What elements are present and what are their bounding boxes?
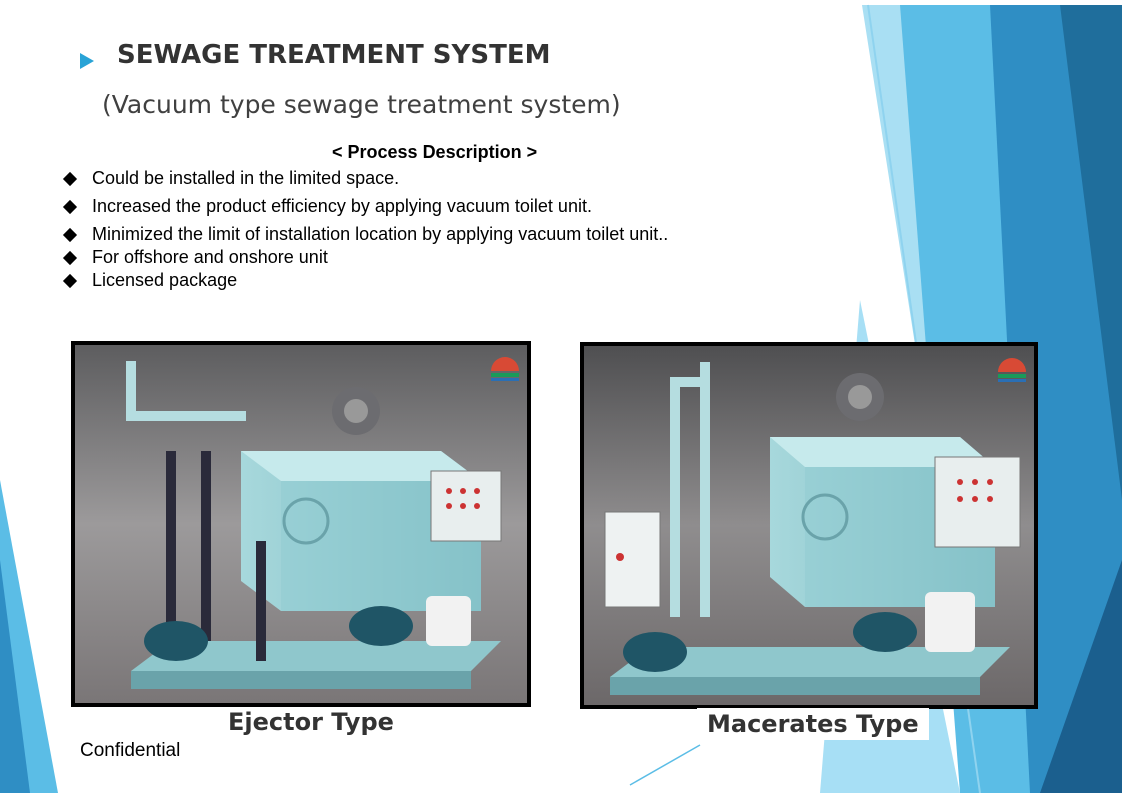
confidential-label: Confidential xyxy=(80,740,181,761)
bullet-item: Minimized the limit of installation loca… xyxy=(60,224,668,245)
bullet-item: Licensed package xyxy=(60,270,237,291)
bullet-text: Increased the product efficiency by appl… xyxy=(92,196,592,216)
bullet-item: Could be installed in the limited space. xyxy=(60,168,399,189)
bullet-text: For offshore and onshore unit xyxy=(92,247,328,267)
slide-subtitle: (Vacuum type sewage treatment system) xyxy=(102,90,621,119)
diamond-bullet-icon xyxy=(62,171,78,186)
title-arrow-icon xyxy=(80,53,94,69)
slide-title: SEWAGE TREATMENT SYSTEM xyxy=(117,40,551,70)
ejector-caption: Ejector Type xyxy=(228,708,394,736)
diamond-bullet-icon xyxy=(62,250,78,265)
diamond-bullet-icon xyxy=(62,273,78,288)
bullet-item: Increased the product efficiency by appl… xyxy=(60,196,592,217)
bullet-item: For offshore and onshore unit xyxy=(60,247,328,268)
section-heading: < Process Description > xyxy=(332,142,538,162)
diamond-bullet-icon xyxy=(62,227,78,242)
ejector-sewage-unit-image xyxy=(71,341,531,707)
diamond-bullet-icon xyxy=(62,199,78,214)
bullet-text: Could be installed in the limited space. xyxy=(92,168,400,188)
macerates-caption: Macerates Type xyxy=(697,708,929,740)
macerator-sewage-unit-image xyxy=(580,342,1038,709)
bullet-text: Minimized the limit of installation loca… xyxy=(92,224,669,244)
bullet-text: Licensed package xyxy=(92,270,238,290)
